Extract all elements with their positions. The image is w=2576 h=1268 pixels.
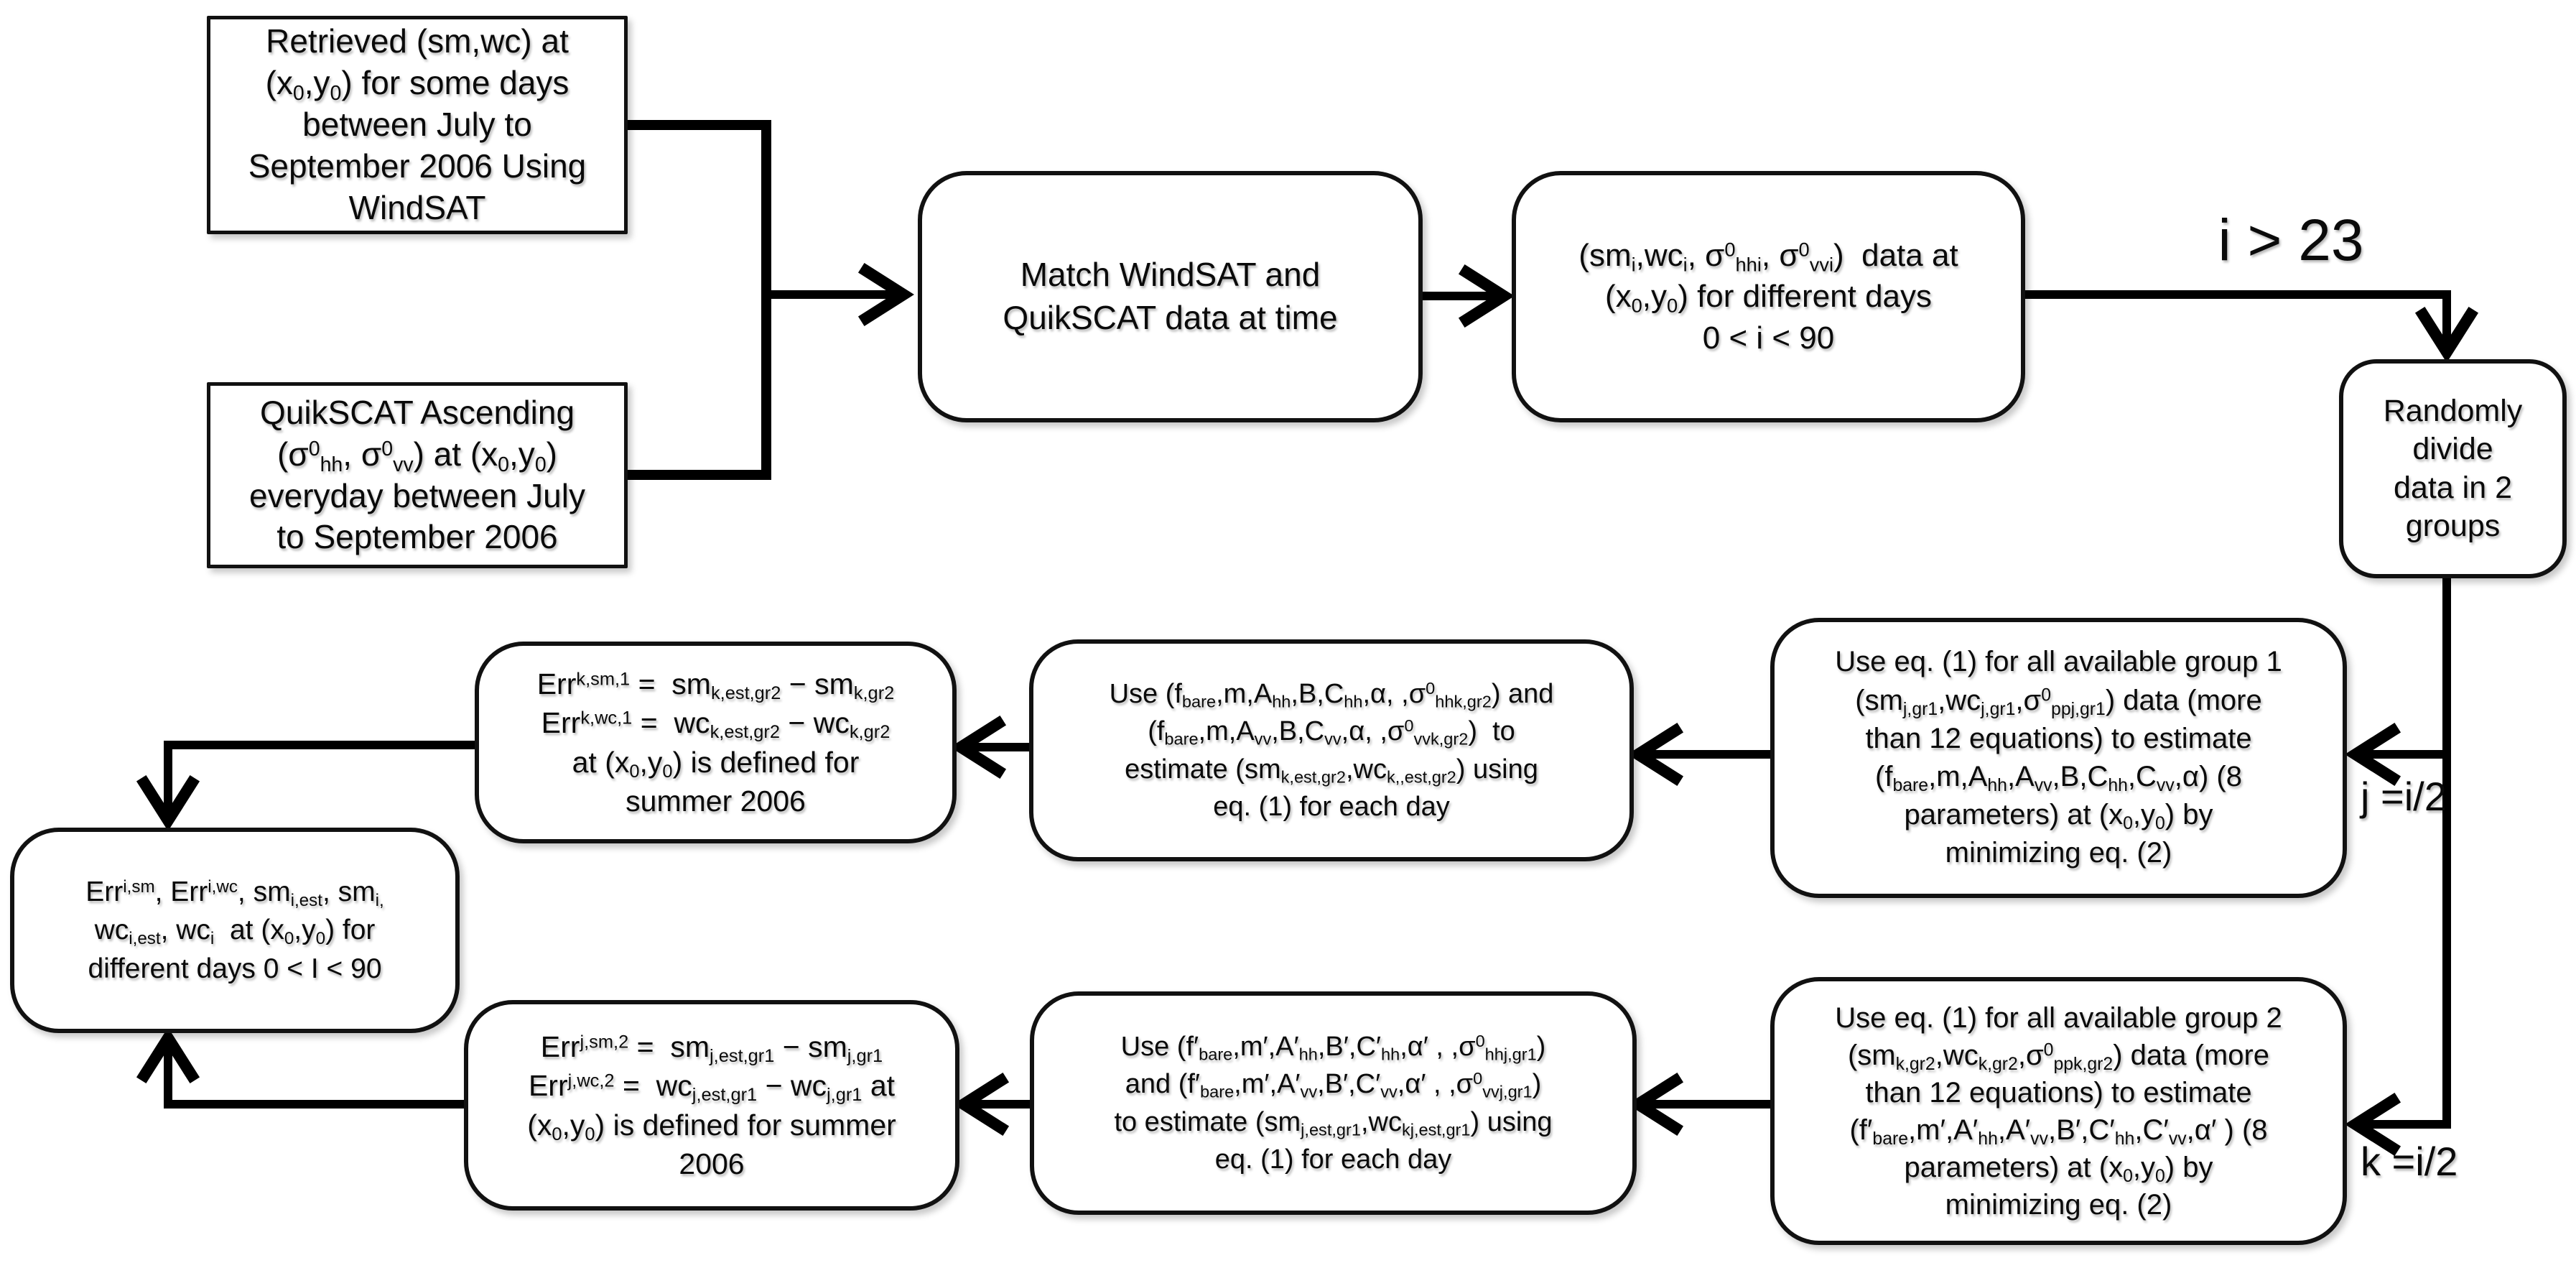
node-matched-data-text: (smi,wci, σ0hhi, σ0vvi) data at(x0,y0) f… — [1578, 238, 1958, 356]
arrowhead-into-estimate-gr2 — [1627, 722, 1684, 787]
connector-merge-sources — [623, 120, 771, 480]
arrowhead-into-final-bottom — [136, 1027, 200, 1084]
arrowhead-into-error2 — [953, 1072, 1010, 1137]
node-matched-data: (smi,wci, σ0hhi, σ0vvi) data at(x0,y0) f… — [1512, 171, 2025, 422]
node-quikscat-ascending-text: QuikSCAT Ascending(σ0hh, σ0vv) at (x0,y0… — [249, 393, 585, 556]
arrow-error2-to-final — [164, 1047, 468, 1109]
node-final-errors-text: Erri,sm, Erri,wc, smi,est, smi,wci,est, … — [85, 876, 384, 984]
arrowhead-into-estimate-gr1 — [1627, 1072, 1684, 1137]
arrow-error1-to-final — [164, 741, 479, 812]
arrowhead-into-final-top — [136, 774, 200, 831]
edge-label-i-condition: i > 23 — [2218, 208, 2364, 273]
arrowhead-into-match — [857, 262, 914, 327]
edge-label-j-assignment: j =i/2 — [2361, 774, 2447, 819]
arrow-data-to-divide — [2021, 290, 2451, 343]
node-estimate-gr2: Use (fbare,m,Ahh,B,Chh,α, ,σ0hhk,gr2) an… — [1029, 639, 1634, 861]
node-group2-estimate: Use eq. (1) for all available group 2(sm… — [1770, 977, 2347, 1245]
node-windsat-retrieved-text: Retrieved (sm,wc) at(x0,y0) for some day… — [248, 22, 587, 226]
arrowhead-into-divide — [2414, 306, 2479, 363]
arrowhead-into-error1 — [950, 715, 1007, 779]
node-estimate-gr2-text: Use (fbare,m,Ahh,B,Chh,α, ,σ0hhk,gr2) an… — [1109, 678, 1554, 822]
arrowhead-into-group2 — [2345, 1092, 2401, 1157]
node-final-errors: Erri,sm, Erri,wc, smi,est, smi,wci,est, … — [10, 828, 460, 1033]
node-estimate-gr1: Use (f′bare,m′,A′hh,B′,C′hh,α′ , ,σ0hhj,… — [1030, 991, 1637, 1215]
arrowhead-into-data — [1458, 264, 1515, 328]
node-estimate-gr1-text: Use (f′bare,m′,A′hh,B′,C′hh,α′ , ,σ0hhj,… — [1114, 1031, 1553, 1175]
node-group1-estimate-text: Use eq. (1) for all available group 1(sm… — [1835, 646, 2282, 869]
arrowhead-into-group1 — [2345, 722, 2401, 787]
connector-divide-branches — [2366, 574, 2451, 1129]
node-group1-estimate: Use eq. (1) for all available group 1(sm… — [1770, 618, 2347, 898]
node-group2-estimate-text: Use eq. (1) for all available group 2(sm… — [1835, 1001, 2282, 1221]
edge-label-k-assignment: k =i/2 — [2361, 1139, 2458, 1184]
node-windsat-retrieved: Retrieved (sm,wc) at(x0,y0) for some day… — [207, 16, 628, 234]
node-quikscat-ascending: QuikSCAT Ascending(σ0hh, σ0vv) at (x0,y0… — [207, 382, 628, 568]
